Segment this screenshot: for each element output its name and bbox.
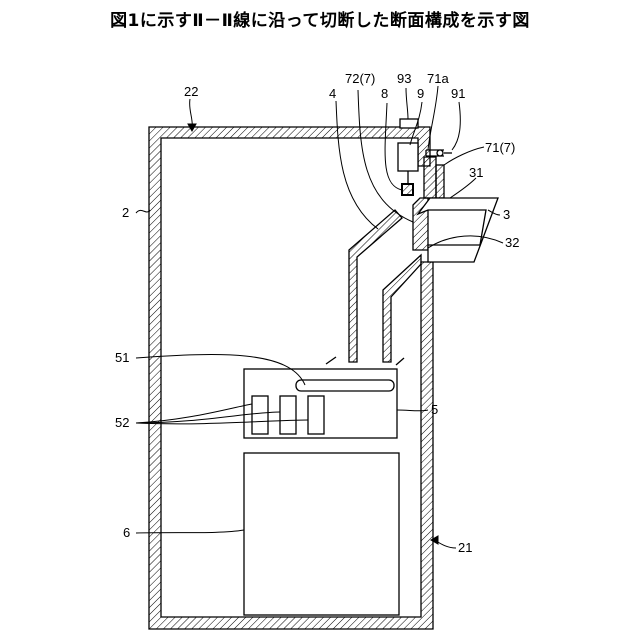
label-31: 31 — [469, 165, 483, 180]
box-6 — [244, 453, 399, 615]
slot-51 — [296, 380, 394, 391]
part-52-b — [280, 396, 296, 434]
chute-right-wall — [383, 255, 421, 362]
part-9-sensor — [398, 143, 418, 171]
label-72-7: 72(7) — [345, 71, 375, 86]
leader-93 — [406, 88, 408, 119]
leader-4 — [336, 101, 378, 229]
label-9: 9 — [417, 86, 424, 101]
leader-2 — [136, 210, 150, 213]
leader-71 — [444, 147, 484, 165]
label-8: 8 — [381, 86, 388, 101]
label-91: 91 — [451, 86, 465, 101]
tray-3 — [418, 198, 498, 262]
leader-71a — [428, 86, 438, 150]
label-71-7: 71(7) — [485, 140, 515, 155]
label-52: 52 — [115, 415, 129, 430]
label-71a: 71a — [427, 71, 449, 86]
part-8-element — [402, 184, 413, 195]
label-93: 93 — [397, 71, 411, 86]
member-71-inner — [436, 165, 444, 198]
label-5: 5 — [431, 402, 438, 417]
part-52-a — [252, 396, 268, 434]
part-52-c — [308, 396, 324, 434]
member-71 — [424, 157, 436, 198]
label-22: 22 — [184, 84, 198, 99]
label-3: 3 — [503, 207, 510, 222]
label-51: 51 — [115, 350, 129, 365]
label-4: 4 — [329, 86, 336, 101]
leader-91 — [452, 102, 460, 150]
label-21: 21 — [458, 540, 472, 555]
label-2: 2 — [122, 205, 129, 220]
part-93-box — [400, 119, 418, 128]
leader-31 — [450, 178, 476, 198]
label-6: 6 — [123, 525, 130, 540]
label-32: 32 — [505, 235, 519, 250]
